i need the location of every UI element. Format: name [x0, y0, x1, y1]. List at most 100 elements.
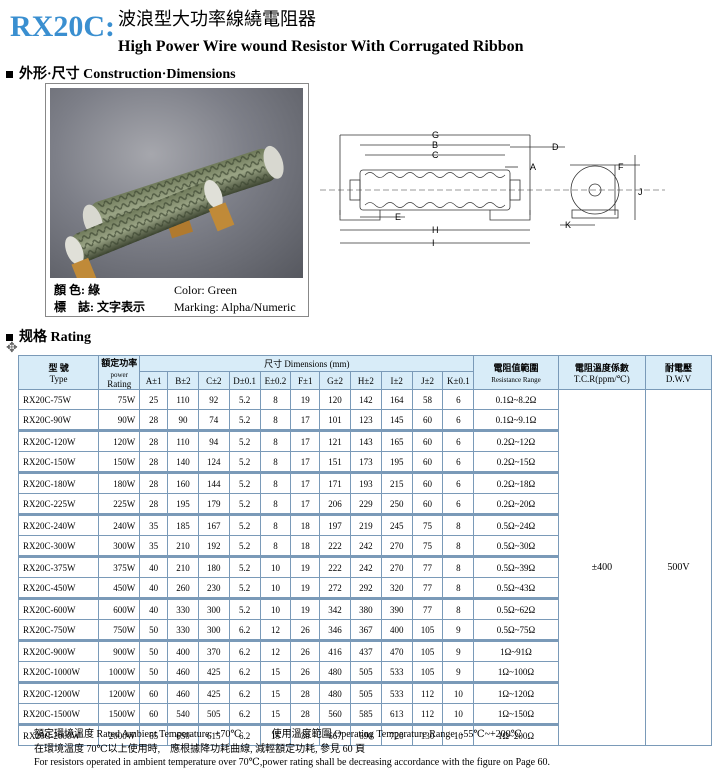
cell-power: 90W: [98, 409, 141, 431]
cell-dimension: 6.2: [228, 681, 261, 704]
cell-dimension: 5.2: [228, 471, 261, 494]
cell-type: RX20C-240W: [17, 513, 100, 536]
cell-dimension: 330: [167, 597, 199, 620]
cell-type: RX20C-150W: [17, 451, 100, 473]
cell-dimension: 50: [139, 661, 169, 683]
cell-dimension: 8: [259, 409, 292, 431]
cell-dimension: 6.2: [228, 723, 261, 746]
cell-dimension: 615: [197, 723, 230, 746]
cell-dimension: 60: [411, 493, 444, 515]
move-handle-icon[interactable]: ✥: [6, 341, 18, 356]
dim-label-k: K: [565, 220, 571, 230]
cell-dimension: 9: [442, 619, 475, 641]
cell-dimension: 6: [442, 471, 475, 494]
cell-dimension: 19: [290, 389, 321, 410]
dim-label-a: A: [530, 162, 536, 172]
cell-dimension: 346: [319, 619, 351, 641]
cell-resistance: 0.2Ω~20Ω: [473, 493, 559, 515]
cell-dimension: 470: [380, 639, 413, 662]
header-dim-col: D±0.1: [228, 371, 261, 390]
header-dimensions: 尺寸 Dimensions (mm): [139, 355, 475, 372]
cell-dimension: 77: [411, 555, 444, 578]
cell-dimension: 342: [319, 597, 351, 620]
cell-dimension: 90: [167, 409, 199, 431]
color-row: 顏 色: 綠 Color: Green: [54, 281, 237, 298]
cell-dimension: 367: [349, 619, 382, 641]
cell-dimension: 143: [349, 429, 382, 452]
cell-type: RX20C-225W: [17, 493, 100, 515]
cell-dimension: 145: [380, 409, 413, 431]
header-dim-col: H±2: [349, 371, 382, 390]
cell-dimension: 540: [167, 703, 199, 725]
cell-dimension: 35: [139, 513, 169, 536]
cell-dimension: 40: [139, 597, 169, 620]
color-label: 顏 色: 綠: [54, 283, 100, 297]
cell-type: RX20C-90W: [17, 409, 100, 431]
cell-dimension: 94: [197, 429, 230, 452]
cell-dimension: 5.2: [228, 597, 261, 620]
cell-type: RX20C-375W: [17, 555, 100, 578]
cell-dimension: 5.2: [228, 409, 261, 431]
cell-dimension: 110: [167, 389, 199, 410]
cell-dimension: 9: [442, 639, 475, 662]
cell-dimension: 105: [411, 661, 444, 683]
cell-dimension: 160: [167, 471, 199, 494]
cell-dimension: 105: [411, 639, 444, 662]
cell-type: RX20C-300W: [17, 535, 100, 557]
cell-type: RX20C-1200W: [17, 681, 100, 704]
cell-dimension: 270: [380, 555, 413, 578]
header-dim-col: E±0.2: [259, 371, 292, 390]
cell-dimension: 77: [411, 577, 444, 599]
cell-dimension: 215: [380, 471, 413, 494]
color-value: Color: Green: [174, 283, 237, 297]
cell-dimension: 185: [167, 513, 199, 536]
cell-resistance: 1Ω~91Ω: [473, 639, 559, 662]
cell-resistance: 1Ω~150Ω: [473, 703, 559, 725]
cell-dimension: 390: [380, 597, 413, 620]
cell-dimension: 585: [349, 703, 382, 725]
cell-dimension: 416: [319, 639, 351, 662]
cell-dimension: 8: [259, 471, 292, 494]
cell-dimension: 5.2: [228, 577, 261, 599]
cell-dimension: 10: [259, 597, 292, 620]
cell-dimension: 17: [290, 451, 321, 473]
cell-dimension: 25: [139, 389, 169, 410]
header-dim-col: B±2: [167, 371, 199, 390]
cell-dimension: 560: [319, 703, 351, 725]
cell-dimension: 40: [139, 577, 169, 599]
cell-dimension: 505: [197, 703, 230, 725]
cell-dimension: 8: [442, 597, 475, 620]
model-code: RX20C:: [10, 10, 115, 43]
cell-dimension: 15: [259, 723, 292, 746]
cell-dimension: 6.2: [228, 661, 261, 683]
cell-dimension: 5.2: [228, 493, 261, 515]
header-dim-col: I±2: [380, 371, 413, 390]
note-temperature: 額定環境溫度 Rated Ambient Temperature: +70℃ 使…: [34, 729, 522, 740]
cell-dimension: 77: [411, 597, 444, 620]
cell-resistance: 0.2Ω~12Ω: [473, 429, 559, 452]
cell-dimension: 15: [259, 681, 292, 704]
cell-dimension: 6: [442, 493, 475, 515]
dim-label-g: G: [432, 130, 439, 140]
cell-dimension: 6.2: [228, 703, 261, 725]
cell-dimension: 505: [349, 681, 382, 704]
cell-type: RX20C-750W: [17, 619, 100, 641]
cell-dimension: 229: [349, 493, 382, 515]
cell-dimension: 533: [380, 661, 413, 683]
cell-dimension: 300: [197, 619, 230, 641]
header-dim-col: C±2: [197, 371, 230, 390]
dim-label-h: H: [432, 225, 439, 235]
cell-resistance: 0.5Ω~30Ω: [473, 535, 559, 557]
cell-type: RX20C-900W: [17, 639, 100, 662]
cell-dimension: 173: [349, 451, 382, 473]
square-bullet-icon: [6, 71, 13, 79]
cell-dimension: 400: [167, 639, 199, 662]
cell-dwv: 500V: [645, 389, 712, 746]
cell-power: 750W: [98, 619, 141, 641]
